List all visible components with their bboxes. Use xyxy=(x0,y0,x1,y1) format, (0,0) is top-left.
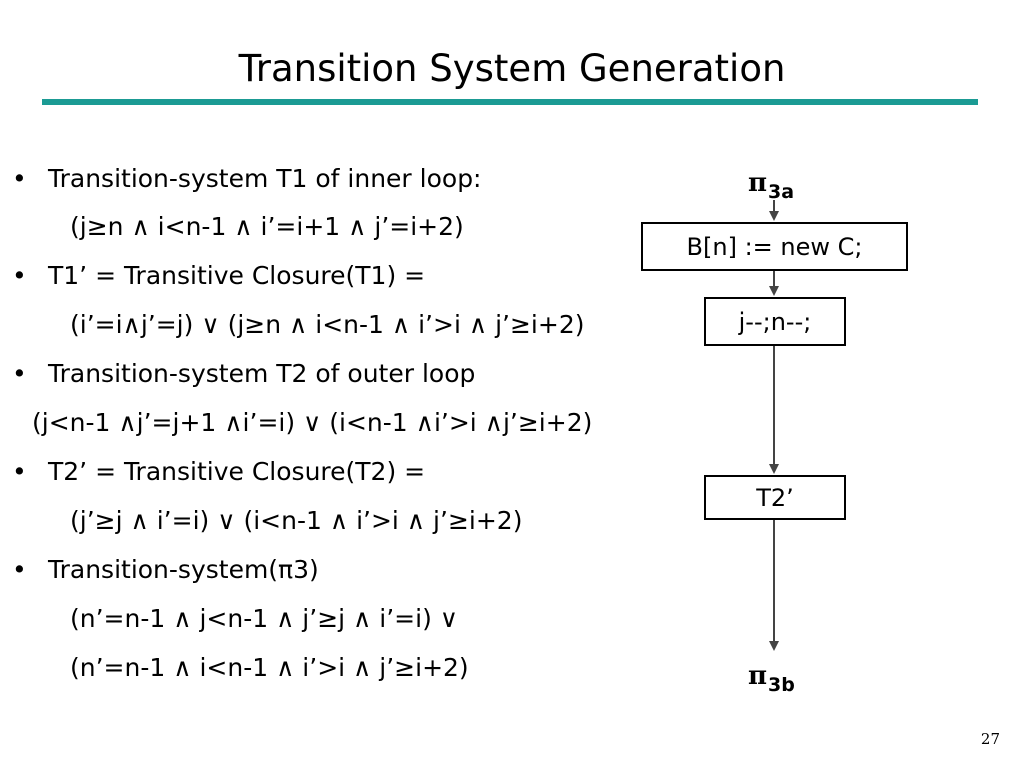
bullet-text: T1’ = Transitive Closure(T1) = xyxy=(48,261,426,290)
bullet-marker: • xyxy=(12,555,27,584)
bullet-formula: (i’=i∧j’=j) ∨ (j≥n ∧ i<n-1 ∧ i’>i ∧ j’≥i… xyxy=(70,310,585,339)
pi-subscript: 3b xyxy=(768,674,795,696)
bullet-text: Transition-system(π3) xyxy=(48,555,319,584)
bullet-marker: • xyxy=(12,261,27,290)
statement-box-alloc: B[n] := new C; xyxy=(641,222,908,271)
statement-box-decrement: j--;n--; xyxy=(704,297,846,346)
page-number: 27 xyxy=(980,730,1000,748)
start-node-label: π3a xyxy=(748,168,795,203)
bullet-text: Transition-system T1 of inner loop: xyxy=(48,164,482,193)
end-node-label: π3b xyxy=(748,661,795,696)
bullet-formula: (n’=n-1 ∧ j<n-1 ∧ j’≥j ∧ i’=i) ∨ xyxy=(70,604,459,633)
pi-symbol: π xyxy=(748,661,768,691)
slide-title: Transition System Generation xyxy=(238,47,786,90)
bullet-formula: (j<n-1 ∧j’=j+1 ∧i’=i) ∨ (i<n-1 ∧i’>i ∧j’… xyxy=(32,408,593,437)
bullet-formula: (n’=n-1 ∧ i<n-1 ∧ i’>i ∧ j’≥i+2) xyxy=(70,653,469,682)
bullet-text: T2’ = Transitive Closure(T2) = xyxy=(48,457,426,486)
bullet-formula: (j≥n ∧ i<n-1 ∧ i’=i+1 ∧ j’=i+2) xyxy=(70,212,464,241)
bullet-formula: (j’≥j ∧ i’=i) ∨ (i<n-1 ∧ i’>i ∧ j’≥i+2) xyxy=(70,506,523,535)
pi-symbol: π xyxy=(748,168,768,198)
transition-box-t2: T2’ xyxy=(704,475,846,520)
bullet-text: Transition-system T2 of outer loop xyxy=(48,359,476,388)
bullet-marker: • xyxy=(12,359,27,388)
bullet-marker: • xyxy=(12,164,27,193)
bullet-marker: • xyxy=(12,457,27,486)
pi-subscript: 3a xyxy=(768,181,795,203)
title-divider xyxy=(42,99,978,105)
